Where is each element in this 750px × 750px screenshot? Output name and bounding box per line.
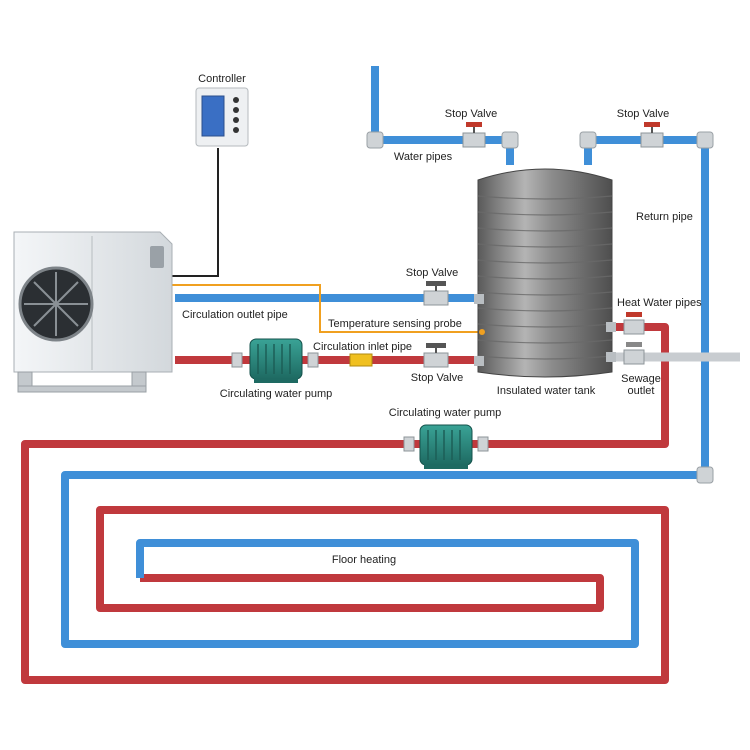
valve-handle-icon (426, 343, 446, 348)
valve-handle-icon (466, 122, 482, 127)
water-pipes-label: Water pipes (394, 151, 453, 163)
insulated-water-tank-label: Insulated water tank (497, 385, 596, 397)
sewage-outlet-label: outlet (628, 385, 655, 397)
water-inlet-pipe (371, 66, 514, 165)
temperature-probe-point (479, 329, 485, 335)
valve-handle-icon (626, 342, 642, 347)
fan-icon (24, 272, 88, 336)
valve-handle-icon (644, 122, 660, 127)
return-pipe-label: Return pipe (636, 211, 693, 223)
stop-valve-top-left (462, 122, 486, 148)
controller-button (233, 97, 239, 103)
circulating-water-pump-1-label: Circulating water pump (220, 388, 333, 400)
wires (172, 148, 482, 333)
floor-heating-label: Floor heating (332, 554, 396, 566)
controller-button (233, 117, 239, 123)
controller-button (233, 127, 239, 133)
circulating-water-pump-2 (419, 424, 473, 469)
pipe-elbows (366, 131, 714, 484)
stop-valve-outlet-label: Stop Valve (406, 267, 458, 279)
floor-heating-loops (21, 440, 705, 684)
heat-pump-feet (17, 371, 147, 393)
pipe-connectors (231, 352, 489, 452)
temperature-sensing-probe-label: Temperature sensing probe (328, 318, 462, 330)
stop-valve-heat-water (623, 312, 645, 335)
circulating-water-pump-2-label: Circulating water pump (389, 407, 502, 419)
stop-valve-top-left-label: Stop Valve (445, 108, 497, 120)
stop-valve-outlet (423, 281, 449, 306)
inlet-pipe-yellow-fitting (349, 353, 373, 367)
heat-water-pipes-label: Heat Water pipes (617, 297, 702, 309)
temperature-probe-wire (172, 284, 482, 333)
circulating-water-pump-1 (249, 338, 303, 383)
circulation-outlet-pipe-label: Circulation outlet pipe (182, 309, 288, 321)
stop-valve-inlet (423, 343, 449, 368)
valve-handle-icon (626, 312, 642, 317)
circulation-inlet-pipe-label: Circulation inlet pipe (313, 341, 412, 353)
stop-valve-inlet-label: Stop Valve (411, 372, 463, 384)
floor-heating-red-outer (21, 440, 669, 684)
sewage-label: Sewage (621, 373, 661, 385)
insulated-water-tank (474, 168, 616, 378)
controller-label: Controller (198, 73, 246, 85)
stop-valve-top-right (640, 122, 664, 148)
valve-handle-icon (426, 281, 446, 286)
stop-valve-sewage (623, 342, 645, 365)
controller-button (233, 107, 239, 113)
stop-valve-top-right-label: Stop Valve (617, 108, 669, 120)
controller: Controller (195, 73, 249, 147)
labels: Stop Valve Stop Valve Water pipes Return… (182, 108, 702, 566)
heat-pump-unit (13, 231, 173, 393)
controller-wire (172, 148, 219, 277)
controller-display (201, 95, 225, 137)
floor-heating-blue-outer (61, 471, 705, 648)
